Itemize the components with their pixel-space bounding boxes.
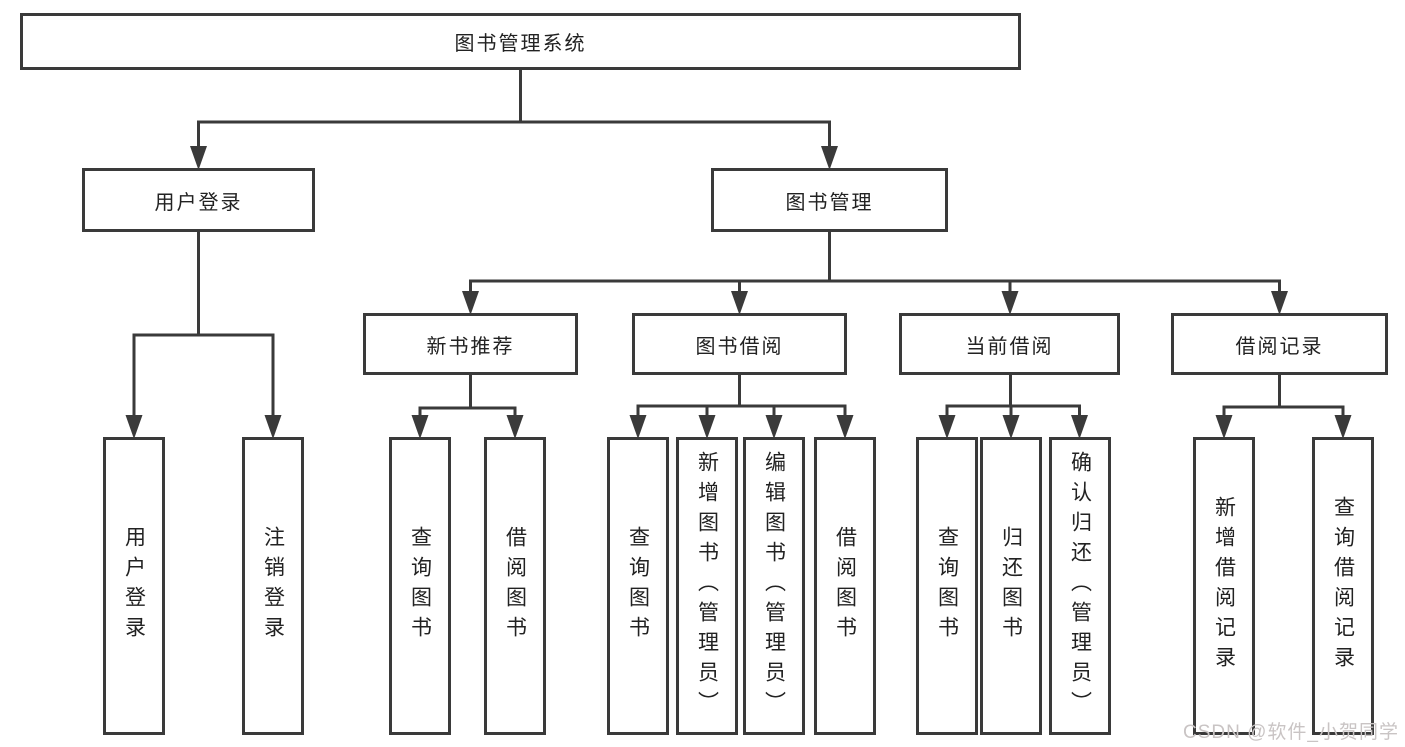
leaf-br-add-record: 新增借阅记录 [1193,437,1255,735]
leaf-label: 查询图书 [408,526,432,646]
node-label: 新书推荐 [426,335,515,358]
leaf-label: 新增图书（管理员） [695,451,719,721]
leaf-label: 借阅图书 [833,526,857,646]
node-new-book-recommend: 新书推荐 [363,313,578,375]
leaf-bb-query-books: 查询图书 [607,437,669,735]
connector-user-login-to-leaves [125,230,282,439]
node-label: 图书管理 [785,191,874,214]
node-label: 图书管理系统 [454,33,587,55]
connector-current-borrowing-to-leaves [938,373,1088,439]
node-book-borrowing: 图书借阅 [632,313,847,375]
leaf-bb-borrow-books: 借阅图书 [814,437,876,735]
connector-borrowing-records-to-leaves [1215,373,1352,439]
leaf-nbr-query-books: 查询图书 [389,437,451,735]
leaf-label: 查询图书 [935,526,959,646]
leaf-user-login: 用户登录 [103,437,165,735]
connector-new-book-recommend-to-leaves [411,373,524,439]
node-user-login: 用户登录 [82,168,315,232]
leaf-cb-return-book: 归还图书 [980,437,1042,735]
leaf-label: 查询图书 [626,526,650,646]
node-label: 图书借阅 [695,335,784,358]
leaf-nbr-borrow-books: 借阅图书 [484,437,546,735]
node-label: 当前借阅 [965,335,1054,358]
leaf-bb-add-book-admin: 新增图书（管理员） [676,437,738,735]
leaf-br-query-record: 查询借阅记录 [1312,437,1374,735]
node-current-borrowing: 当前借阅 [899,313,1120,375]
leaf-label: 借阅图书 [503,526,527,646]
connector-root-to-level2 [190,68,838,170]
node-borrowing-records: 借阅记录 [1171,313,1388,375]
leaf-label: 用户登录 [122,526,146,646]
leaf-cb-query-books: 查询图书 [916,437,978,735]
node-label: 用户登录 [154,191,243,214]
node-book-management: 图书管理 [711,168,948,232]
leaf-logout: 注销登录 [242,437,304,735]
node-library-system: 图书管理系统 [20,13,1021,70]
leaf-cb-confirm-return-admin: 确认归还（管理员） [1049,437,1111,735]
csdn-watermark: CSDN @软件_小贺同学 [1183,722,1399,743]
leaf-label: 确认归还（管理员） [1068,451,1092,721]
leaf-bb-edit-book-admin: 编辑图书（管理员） [743,437,805,735]
leaf-label: 编辑图书（管理员） [762,451,786,721]
leaf-label: 注销登录 [261,526,285,646]
leaf-label: 归还图书 [999,526,1023,646]
leaf-label: 查询借阅记录 [1331,496,1355,676]
leaf-label: 新增借阅记录 [1212,496,1236,676]
connector-book-management-to-level3 [462,230,1288,315]
connector-book-borrowing-to-leaves [629,373,854,439]
node-label: 借阅记录 [1235,335,1324,358]
